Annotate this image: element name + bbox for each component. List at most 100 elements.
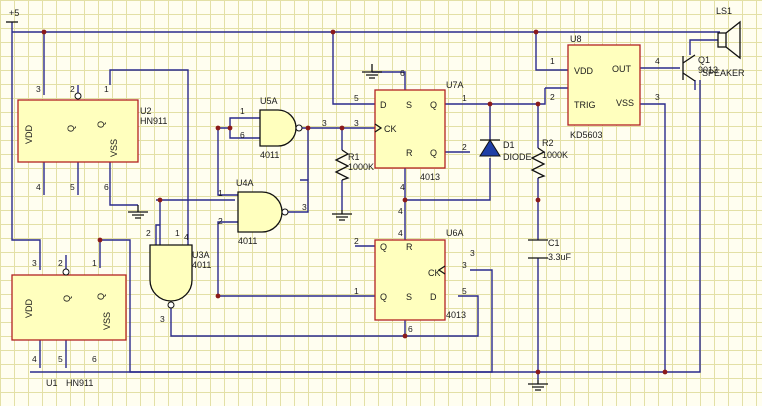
pin-label: 4 <box>398 228 403 238</box>
u1-vss-label: VSS <box>102 312 112 330</box>
u8-out-label: OUT <box>612 64 632 74</box>
u1-pin: 1 <box>92 258 97 268</box>
u8-part: KD5603 <box>570 130 603 140</box>
u1-pin: 5 <box>58 354 63 364</box>
u8-vdd-label: VDD <box>574 66 594 76</box>
u3a-pin: 1 <box>175 228 180 238</box>
u5a-part: 4011 <box>260 150 279 160</box>
u4a-pin: 3 <box>302 202 307 212</box>
u6a-q-label: Q <box>380 292 387 302</box>
u8-trig-label: TRIG <box>574 100 596 110</box>
u4a-pin: 1 <box>218 188 223 198</box>
u6a-flip-flop: Q R CK Q S D U6A 4013 2 6 3 1 5 <box>354 228 467 334</box>
u8-pin: 1 <box>550 56 555 66</box>
u2-pin: 5 <box>70 182 75 192</box>
pin-label: 3 <box>470 248 475 258</box>
u8-pin: 4 <box>655 56 660 66</box>
u3a-ref: U3A <box>192 250 210 260</box>
u1-pin: 3 <box>32 258 37 268</box>
power-label: +5 <box>9 8 19 18</box>
u1-chip: VDD Q Q VSS U1 HN911 3 2 1 4 5 6 <box>11 258 127 388</box>
u3a-pin: 2 <box>146 228 151 238</box>
u1-pin: 6 <box>92 354 97 364</box>
u7a-s-label: S <box>406 100 412 110</box>
u6a-pin: 1 <box>354 286 359 296</box>
u2-q-label: Q <box>96 121 106 128</box>
u8-vss-label: VSS <box>616 98 634 108</box>
u8-pin: 3 <box>655 92 660 102</box>
u4a-ref: U4A <box>236 178 254 188</box>
u6a-pin: 3 <box>462 260 467 270</box>
r2-resistor: R2 1000K <box>530 138 568 179</box>
u1-pin: 2 <box>58 258 63 268</box>
u1-q-label: Q <box>96 293 106 300</box>
u1-part: HN911 <box>66 378 93 388</box>
u6a-pin: 5 <box>462 286 467 296</box>
u6a-ref: U6A <box>446 228 464 238</box>
r2-value: 1000K <box>542 150 568 160</box>
u4a-pin: 2 <box>218 216 223 226</box>
u7a-ck-label: CK <box>384 124 397 134</box>
u5a-pin: 1 <box>240 106 245 116</box>
u2-pin: 4 <box>36 182 41 192</box>
d1-diode: D1 DIODE <box>479 139 532 162</box>
ls1-ref: LS1 <box>716 6 732 16</box>
u6a-pin: 2 <box>354 236 359 246</box>
ls1-value: SPEAKER <box>702 68 745 78</box>
u3a-pin: 3 <box>160 314 165 324</box>
u7a-pin: 2 <box>462 142 467 152</box>
u2-qbar-label: Q <box>66 125 76 132</box>
ground-symbol <box>528 380 548 391</box>
ground-symbol <box>362 64 382 79</box>
ls1-speaker: LS1 SPEAKER <box>702 6 745 78</box>
u5a-pin: 3 <box>322 118 327 128</box>
u8-chip: VDD OUT TRIG VSS U8 KD5603 1 4 2 3 <box>550 34 660 140</box>
u7a-pin: 5 <box>354 93 359 103</box>
u6a-d-label: D <box>430 292 437 302</box>
u7a-pin: 1 <box>462 93 467 103</box>
r2-ref: R2 <box>542 138 554 148</box>
c1-value: 3.3uF <box>548 252 572 262</box>
ground-symbol <box>332 210 352 221</box>
u2-pin: 2 <box>70 84 75 94</box>
d1-ref: D1 <box>503 140 515 150</box>
u1-vdd-label: VDD <box>24 298 34 318</box>
r1-ref: R1 <box>348 152 360 162</box>
u7a-flip-flop: D S Q CK R Q U7A 4013 5 6 1 3 2 4 <box>354 68 467 192</box>
u2-vss-label: VSS <box>109 139 119 157</box>
ground-symbol <box>128 205 148 219</box>
u4a-nand-gate: U4A 4011 1 2 3 <box>218 178 307 246</box>
u2-part: HN911 <box>140 116 167 126</box>
u5a-pin: 6 <box>240 130 245 140</box>
u7a-pin: 4 <box>400 182 405 192</box>
u7a-pin: 3 <box>354 118 359 128</box>
u2-chip: VDD Q Q VSS U2 HN911 3 2 1 4 5 6 <box>17 84 167 192</box>
u7a-pin: 6 <box>400 68 405 78</box>
c1-capacitor: C1 3.3uF <box>528 238 572 262</box>
u7a-ref: U7A <box>446 80 464 90</box>
q1-value: 9013 <box>698 65 718 75</box>
u3a-nand-gate: U3A 4011 2 1 3 <box>146 228 211 324</box>
u2-pin: 6 <box>104 182 109 192</box>
u6a-r-label: R <box>406 242 413 252</box>
u8-pin: 2 <box>550 92 555 102</box>
u7a-part: 4013 <box>420 172 440 182</box>
u7a-qbar-label: Q <box>430 148 437 158</box>
u6a-ck-label: CK <box>428 268 441 278</box>
u1-qbar-label: Q <box>62 295 72 302</box>
q1-ref: Q1 <box>698 55 710 65</box>
u4a-part: 4011 <box>238 236 257 246</box>
d1-value: DIODE <box>503 152 532 162</box>
u1-ref: U1 <box>46 378 58 388</box>
u1-pin: 4 <box>32 354 37 364</box>
q1-transistor: Q1 9013 <box>682 54 718 82</box>
u7a-r-label: R <box>406 148 413 158</box>
u2-ref: U2 <box>140 106 152 116</box>
pin-label: 4 <box>398 206 403 216</box>
u8-ref: U8 <box>570 34 582 44</box>
u2-pin: 1 <box>104 84 109 94</box>
u2-pin: 3 <box>36 84 41 94</box>
u5a-ref: U5A <box>260 96 278 106</box>
u7a-d-label: D <box>380 100 387 110</box>
